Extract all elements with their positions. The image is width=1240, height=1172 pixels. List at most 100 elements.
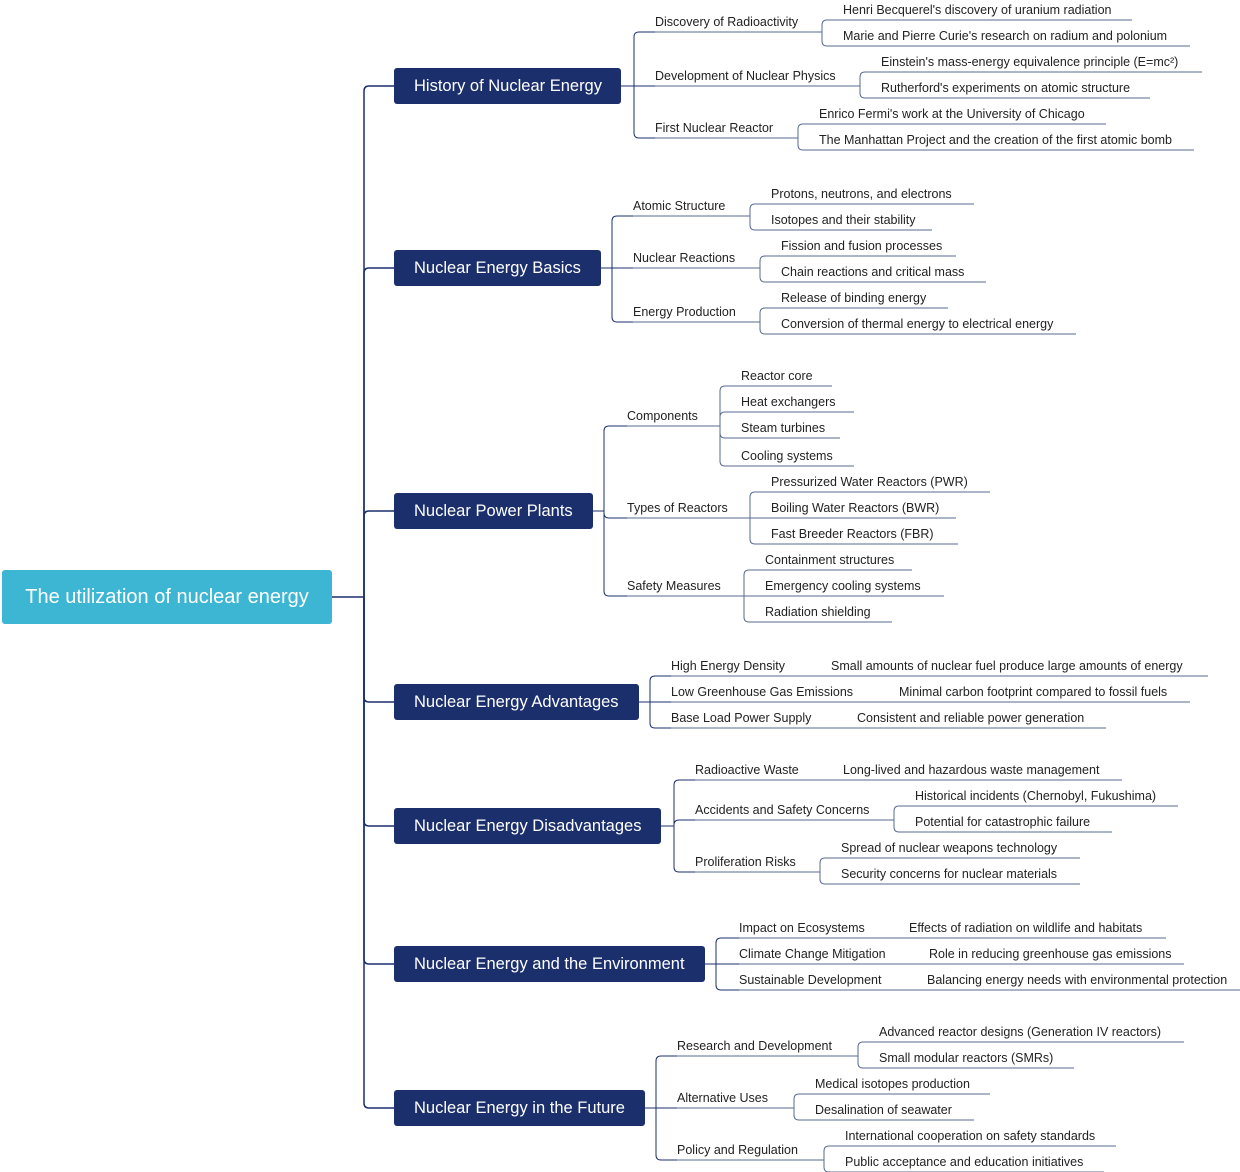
leaf-topic-label[interactable]: Small modular reactors (SMRs) [879, 1051, 1054, 1065]
leaf-topic-label[interactable]: Potential for catastrophic failure [915, 815, 1091, 829]
leaf-topic-label[interactable]: Long-lived and hazardous waste managemen… [843, 763, 1100, 777]
subtopic-label[interactable]: Impact on Ecosystems [739, 921, 865, 935]
subtopic-connector [715, 964, 739, 991]
leaf-topic-label[interactable]: Protons, neutrons, and electrons [771, 187, 952, 201]
leaf-connector [857, 1056, 868, 1069]
trunk-connector [363, 510, 394, 597]
leaf-topic-label[interactable]: Minimal carbon footprint compared to fos… [899, 685, 1168, 699]
subtopic-label[interactable]: Discovery of Radioactivity [655, 15, 799, 29]
subtopic-connector [633, 86, 655, 139]
subtopic-label[interactable]: Types of Reactors [627, 501, 728, 515]
leaf-topic-label[interactable]: Desalination of seawater [815, 1103, 952, 1117]
subtopic-label[interactable]: Accidents and Safety Concerns [695, 803, 870, 817]
subtopic-label[interactable]: Research and Development [677, 1039, 832, 1053]
subtopic-label[interactable]: Nuclear Reactions [633, 251, 736, 265]
subtopic-label[interactable]: Radioactive Waste [695, 763, 799, 777]
leaf-topic-label[interactable]: Conversion of thermal energy to electric… [781, 317, 1054, 331]
leaf-topic-label[interactable]: Steam turbines [741, 421, 826, 435]
trunk-connector [363, 85, 394, 597]
leaf-connector [793, 1093, 804, 1108]
trunk-connector [363, 597, 394, 703]
subtopic-connector [611, 268, 633, 323]
leaf-topic-label[interactable]: Advanced reactor designs (Generation IV … [879, 1025, 1162, 1039]
leaf-topic-label[interactable]: The Manhattan Project and the creation o… [819, 133, 1172, 147]
leaf-topic-label[interactable]: Pressurized Water Reactors (PWR) [771, 475, 968, 489]
leaf-topic-label[interactable]: Henri Becquerel's discovery of uranium r… [843, 3, 1112, 17]
leaf-topic-label[interactable]: International cooperation on safety stan… [845, 1129, 1096, 1143]
leaf-topic-label[interactable]: Role in reducing greenhouse gas emission… [929, 947, 1172, 961]
trunk-connector [363, 597, 394, 827]
leaf-connector [821, 32, 832, 47]
subtopic-label[interactable]: Safety Measures [627, 579, 721, 593]
leaf-topic-label[interactable]: Small amounts of nuclear fuel produce la… [831, 659, 1183, 673]
subtopic-label[interactable]: Atomic Structure [633, 199, 726, 213]
branch-topic[interactable]: Nuclear Energy Basics [394, 250, 601, 286]
subtopic-connector [649, 702, 671, 729]
leaf-topic-label[interactable]: Isotopes and their stability [771, 213, 916, 227]
leaf-connector [759, 255, 770, 268]
subtopic-label[interactable]: Energy Production [633, 305, 736, 319]
branch-topic[interactable]: Nuclear Energy Disadvantages [394, 808, 661, 844]
leaf-connector [893, 805, 904, 820]
leaf-connector [819, 872, 830, 885]
subtopic-label[interactable]: First Nuclear Reactor [655, 121, 774, 135]
branch-topic[interactable]: Nuclear Energy in the Future [394, 1090, 645, 1126]
leaf-connector [719, 426, 730, 467]
leaf-connector [759, 322, 770, 335]
leaf-connector [743, 596, 754, 623]
leaf-topic-label[interactable]: Rutherford's experiments on atomic struc… [881, 81, 1131, 95]
subtopic-connector [649, 675, 671, 702]
subtopic-connector [633, 31, 655, 86]
leaf-topic-label[interactable]: Spread of nuclear weapons technology [841, 841, 1058, 855]
leaf-topic-label[interactable]: Release of binding energy [781, 291, 927, 305]
leaf-topic-label[interactable]: Security concerns for nuclear materials [841, 867, 1058, 881]
leaf-topic-label[interactable]: Marie and Pierre Curie's research on rad… [843, 29, 1168, 43]
leaf-topic-label[interactable]: Effects of radiation on wildlife and hab… [909, 921, 1143, 935]
leaf-topic-label[interactable]: Containment structures [765, 553, 895, 567]
leaf-topic-label[interactable]: Cooling systems [741, 449, 833, 463]
subtopic-label[interactable]: High Energy Density [671, 659, 785, 673]
leaf-connector [743, 569, 754, 596]
branch-topic[interactable]: Nuclear Energy and the Environment [394, 946, 705, 982]
leaf-topic-label[interactable]: Historical incidents (Chernobyl, Fukushi… [915, 789, 1157, 803]
leaf-topic-label[interactable]: Consistent and reliable power generation [857, 711, 1085, 725]
subtopic-label[interactable]: Components [627, 409, 698, 423]
leaf-topic-label[interactable]: Radiation shielding [765, 605, 871, 619]
leaf-connector [859, 86, 870, 99]
root-topic[interactable]: The utilization of nuclear energy [2, 570, 332, 624]
subtopic-label[interactable]: Base Load Power Supply [671, 711, 812, 725]
subtopic-label[interactable]: Low Greenhouse Gas Emissions [671, 685, 854, 699]
leaf-topic-label[interactable]: Emergency cooling systems [765, 579, 921, 593]
branch-topic[interactable]: Nuclear Power Plants [394, 493, 593, 529]
subtopic-label[interactable]: Proliferation Risks [695, 855, 796, 869]
leaf-topic-label[interactable]: Medical isotopes production [815, 1077, 970, 1091]
leaf-topic-label[interactable]: Boiling Water Reactors (BWR) [771, 501, 940, 515]
subtopic-connector [673, 819, 695, 826]
trunk-connector [363, 597, 394, 1109]
subtopic-label[interactable]: Development of Nuclear Physics [655, 69, 836, 83]
leaf-topic-label[interactable]: Heat exchangers [741, 395, 836, 409]
leaf-connector [823, 1145, 834, 1160]
leaf-topic-label[interactable]: Enrico Fermi's work at the University of… [819, 107, 1085, 121]
subtopic-label[interactable]: Policy and Regulation [677, 1143, 798, 1157]
leaf-topic-label[interactable]: Fast Breeder Reactors (FBR) [771, 527, 934, 541]
leaf-connector [893, 820, 904, 833]
leaf-connector [719, 411, 730, 426]
branch-topic[interactable]: Nuclear Energy Advantages [394, 684, 639, 720]
leaf-topic-label[interactable]: Reactor core [741, 369, 813, 383]
subtopic-connector [603, 511, 627, 519]
subtopic-label[interactable]: Alternative Uses [677, 1091, 769, 1105]
branch-topic[interactable]: History of Nuclear Energy [394, 68, 621, 104]
leaf-topic-label[interactable]: Public acceptance and education initiati… [845, 1155, 1084, 1169]
subtopic-connector [603, 425, 627, 511]
leaf-topic-label[interactable]: Balancing energy needs with environmenta… [927, 973, 1228, 987]
leaf-connector [859, 71, 870, 86]
subtopic-label[interactable]: Sustainable Development [739, 973, 882, 987]
subtopic-label[interactable]: Climate Change Mitigation [739, 947, 886, 961]
leaf-topic-label[interactable]: Einstein's mass-energy equivalence princ… [881, 55, 1179, 69]
leaf-topic-label[interactable]: Chain reactions and critical mass [781, 265, 965, 279]
subtopic-connector [715, 937, 739, 964]
leaf-topic-label[interactable]: Fission and fusion processes [781, 239, 943, 253]
